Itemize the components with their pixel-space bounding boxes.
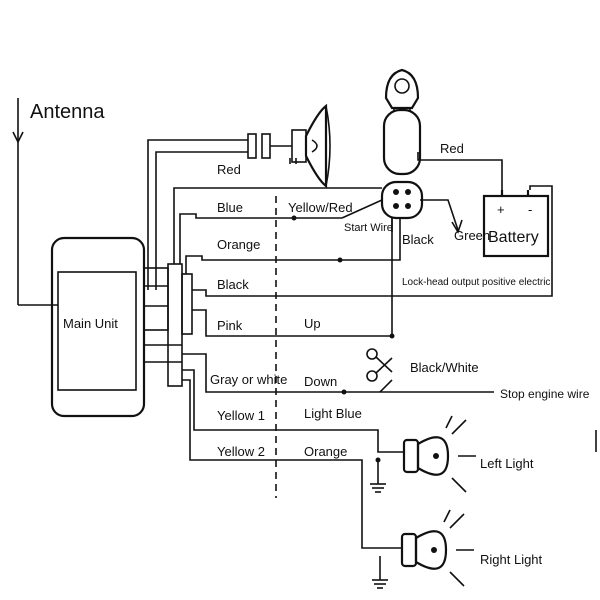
battery-label: Battery [488,229,539,246]
left-light-label: Left Light [480,456,534,471]
wire-label-light-blue: Light Blue [304,406,362,421]
ground-left-icon [370,460,386,493]
wire-label-green: Green [454,228,490,243]
wire-label-orange: Orange [217,237,260,252]
wire-label-gray-white: Gray or white [210,372,287,387]
left-light-icon [402,415,476,493]
wire-label-yellow1: Yellow 1 [217,408,265,423]
battery [482,190,550,258]
wire-label-black-white: Black/White [410,360,479,375]
wire-label-switch-red: Red [440,141,464,156]
connector-block [143,263,193,387]
antenna-label: Antenna [30,101,105,123]
wire-label-yellow-red: Yellow/Red [288,200,353,215]
battery-plus: + [497,202,505,217]
right-light-icon [400,509,474,587]
wire-label-switch-black: Black [402,232,434,247]
wire-label-yellow2: Yellow 2 [217,444,265,459]
battery-minus: - [528,202,532,217]
wire-label-down: Down [304,374,337,389]
wire-label-stop-engine: Stop engine wire [500,387,590,401]
wire-label-lock-head: Lock-head output positive electric [402,277,550,288]
wire-label-start-wire: Start Wire [344,222,393,234]
wire-label-up: Up [304,316,321,331]
wire-label-blue: Blue [217,200,243,215]
siren [147,103,331,290]
wire-label-black: Black [217,277,249,292]
wire-label-red: Red [217,162,241,177]
wire-label-orange-right: Orange [304,444,347,459]
right-light-label: Right Light [480,552,543,567]
wire-label-pink: Pink [217,318,243,333]
main-unit-label: Main Unit [63,316,118,331]
scissors-icon [366,348,393,382]
ground-right-icon [372,556,388,589]
ignition-switch [380,68,424,220]
